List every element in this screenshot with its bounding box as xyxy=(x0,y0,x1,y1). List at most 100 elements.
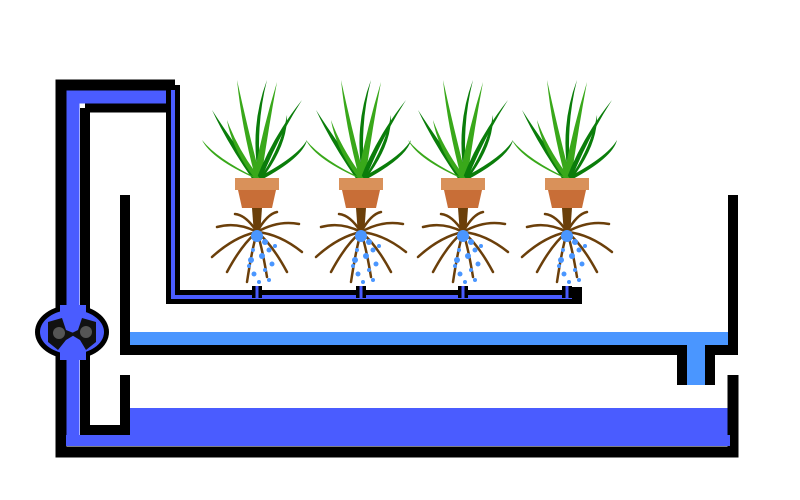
water-droplet xyxy=(475,261,481,267)
drain-wall-left xyxy=(677,345,687,385)
water-droplet xyxy=(259,253,265,259)
water-droplet xyxy=(267,278,271,282)
water-droplet xyxy=(355,271,361,277)
water-droplet xyxy=(371,278,375,282)
sprayer-water xyxy=(359,286,363,298)
plant xyxy=(512,80,617,298)
root xyxy=(525,223,569,234)
water-droplet xyxy=(262,239,268,245)
pot-body xyxy=(444,190,482,208)
root xyxy=(565,221,611,234)
drain-water xyxy=(686,345,706,385)
root xyxy=(359,221,405,234)
water-droplet xyxy=(561,271,567,277)
root xyxy=(337,212,363,234)
water-droplet xyxy=(457,230,469,242)
leaf xyxy=(256,100,302,180)
bottom-channel-water xyxy=(66,435,730,446)
water-droplet xyxy=(579,261,585,267)
sprayer-water xyxy=(255,286,259,298)
pot-rim xyxy=(235,178,279,190)
water-droplet xyxy=(583,244,587,248)
tray-wall-right xyxy=(713,195,738,355)
root xyxy=(421,223,465,234)
water-droplet xyxy=(266,247,272,253)
water-droplet xyxy=(373,261,379,267)
pump-icon xyxy=(35,305,109,360)
root xyxy=(314,230,363,259)
water-droplet xyxy=(557,264,561,268)
water-droplet xyxy=(363,253,369,259)
sprayer-water xyxy=(565,286,569,298)
drain-wall-right xyxy=(705,345,715,385)
water-droplet xyxy=(273,244,277,248)
tray-water xyxy=(130,332,728,346)
water-droplet xyxy=(351,264,355,268)
water-droplet xyxy=(269,261,275,267)
root xyxy=(543,212,569,234)
root xyxy=(255,221,301,234)
root xyxy=(233,212,259,234)
leaf xyxy=(462,100,508,180)
root xyxy=(215,223,259,234)
root xyxy=(461,210,485,234)
water-droplet xyxy=(457,248,461,252)
water-droplet xyxy=(569,253,575,259)
root xyxy=(319,223,363,234)
root xyxy=(439,212,465,234)
water-droplet xyxy=(577,278,581,282)
leaf xyxy=(566,100,612,180)
water-droplet xyxy=(257,280,261,284)
water-droplet xyxy=(576,247,582,253)
water-droplet xyxy=(248,257,254,263)
water-droplet xyxy=(251,230,263,242)
water-droplet xyxy=(567,280,571,284)
water-droplet xyxy=(457,271,463,277)
water-droplet xyxy=(355,230,367,242)
pot-rim xyxy=(545,178,589,190)
plant xyxy=(306,80,411,298)
water-droplet xyxy=(377,244,381,248)
water-droplet xyxy=(572,239,578,245)
water-droplet xyxy=(561,248,565,252)
water-droplet xyxy=(251,271,257,277)
pot-body xyxy=(548,190,586,208)
root xyxy=(255,210,279,234)
leaf xyxy=(357,82,381,180)
root xyxy=(461,221,507,234)
root xyxy=(359,210,383,234)
water-droplet xyxy=(479,244,483,248)
leaf xyxy=(253,82,277,180)
root xyxy=(416,230,465,259)
water-droplet xyxy=(361,280,365,284)
water-droplet xyxy=(558,257,564,263)
water-droplet xyxy=(370,247,376,253)
water-droplet xyxy=(472,247,478,253)
leaf xyxy=(459,82,483,180)
leaf xyxy=(360,100,406,180)
water-droplet xyxy=(263,268,267,272)
water-droplet xyxy=(355,248,359,252)
pot-body xyxy=(238,190,276,208)
water-droplet xyxy=(561,230,573,242)
water-droplet xyxy=(473,278,477,282)
plant xyxy=(202,80,307,298)
water-droplet xyxy=(367,268,371,272)
plant xyxy=(408,80,513,298)
sprayer-water xyxy=(461,286,465,298)
reservoir-wall xyxy=(55,79,739,458)
tray-wall xyxy=(120,195,680,355)
leaf xyxy=(563,82,587,180)
root xyxy=(210,230,259,259)
water-droplet xyxy=(469,268,473,272)
water-droplet xyxy=(468,239,474,245)
pot-rim xyxy=(441,178,485,190)
root xyxy=(565,210,589,234)
water-droplet xyxy=(453,264,457,268)
manifold-water xyxy=(171,90,572,299)
water-droplet xyxy=(366,239,372,245)
water-droplet xyxy=(463,280,467,284)
pot-rim xyxy=(339,178,383,190)
pot-body xyxy=(342,190,380,208)
